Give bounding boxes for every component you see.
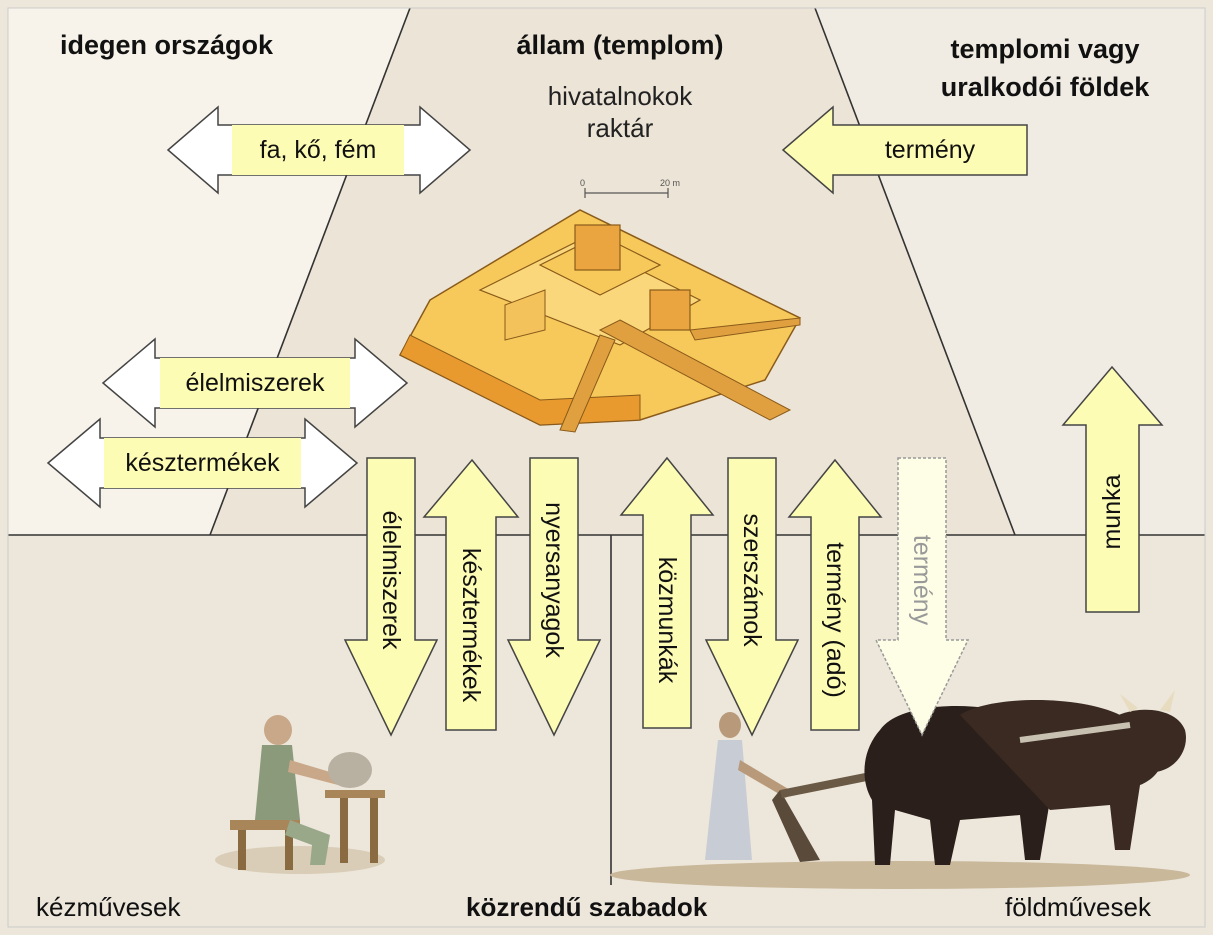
tools-down-label: szerszámok [738,513,766,647]
foods-down-arrow [343,457,439,737]
storehouse-label: raktár [586,113,654,143]
scale-end-label: 20 m [660,178,680,188]
crop-down-faded-arrow [874,457,970,737]
foods-foreign-label: élelmiszerek [185,369,325,397]
crop-to-state-label: termény [884,136,976,164]
raw-materials-down-arrow [506,457,602,737]
divider-line [814,7,1016,536]
frame [7,7,1206,928]
finished-goods-up-arrow [422,458,520,731]
tools-down-arrow [704,457,800,737]
temple-lands-title: templomi vagy uralkodói földek [880,30,1210,106]
officials-label: hivatalnokok [547,81,693,111]
craftsmen-label: kézművesek [36,892,181,922]
wood-stone-metal-label-bg [232,125,404,175]
finished-goods-up-label: késztermékek [457,547,485,703]
labor-up-arrow [1061,365,1164,613]
ziggurat-illustration [398,209,802,433]
temple-lands-line2: uralkodói földek [940,72,1150,102]
state-subtitle: hivatalnokok raktár [470,80,770,144]
public-works-up-arrow [619,456,715,729]
temple-lands-line1: templomi vagy [950,34,1140,64]
finished-goods-foreign-label-bg [104,438,301,488]
commoners-label: közrendű szabadok [466,892,708,922]
potter-illustration [215,715,385,874]
crop-down-faded-label: termény [908,534,936,626]
finished-goods-foreign-label: késztermékek [125,449,280,477]
foods-foreign-label-bg [160,358,350,408]
scale-bar: 0 20 m [580,178,680,198]
state-temple-title: állam (templom) [516,30,724,60]
crop-to-state-arrow [781,105,1028,195]
farmer-oxen-illustration [610,690,1190,889]
scale-start-label: 0 [580,178,585,188]
farmers-label: földművesek [1005,892,1151,922]
public-works-up-label: közmunkák [653,556,681,684]
foods-down-label: élelmiszerek [377,510,405,650]
wood-stone-metal-label: fa, kő, fém [259,136,377,164]
labor-up-label: munka [1098,474,1126,550]
crop-tax-up-label: termény (adó) [821,542,849,698]
raw-materials-down-label: nyersanyagok [540,502,568,658]
crop-tax-up-arrow [787,458,883,731]
foreign-countries-title: idegen országok [60,30,274,60]
